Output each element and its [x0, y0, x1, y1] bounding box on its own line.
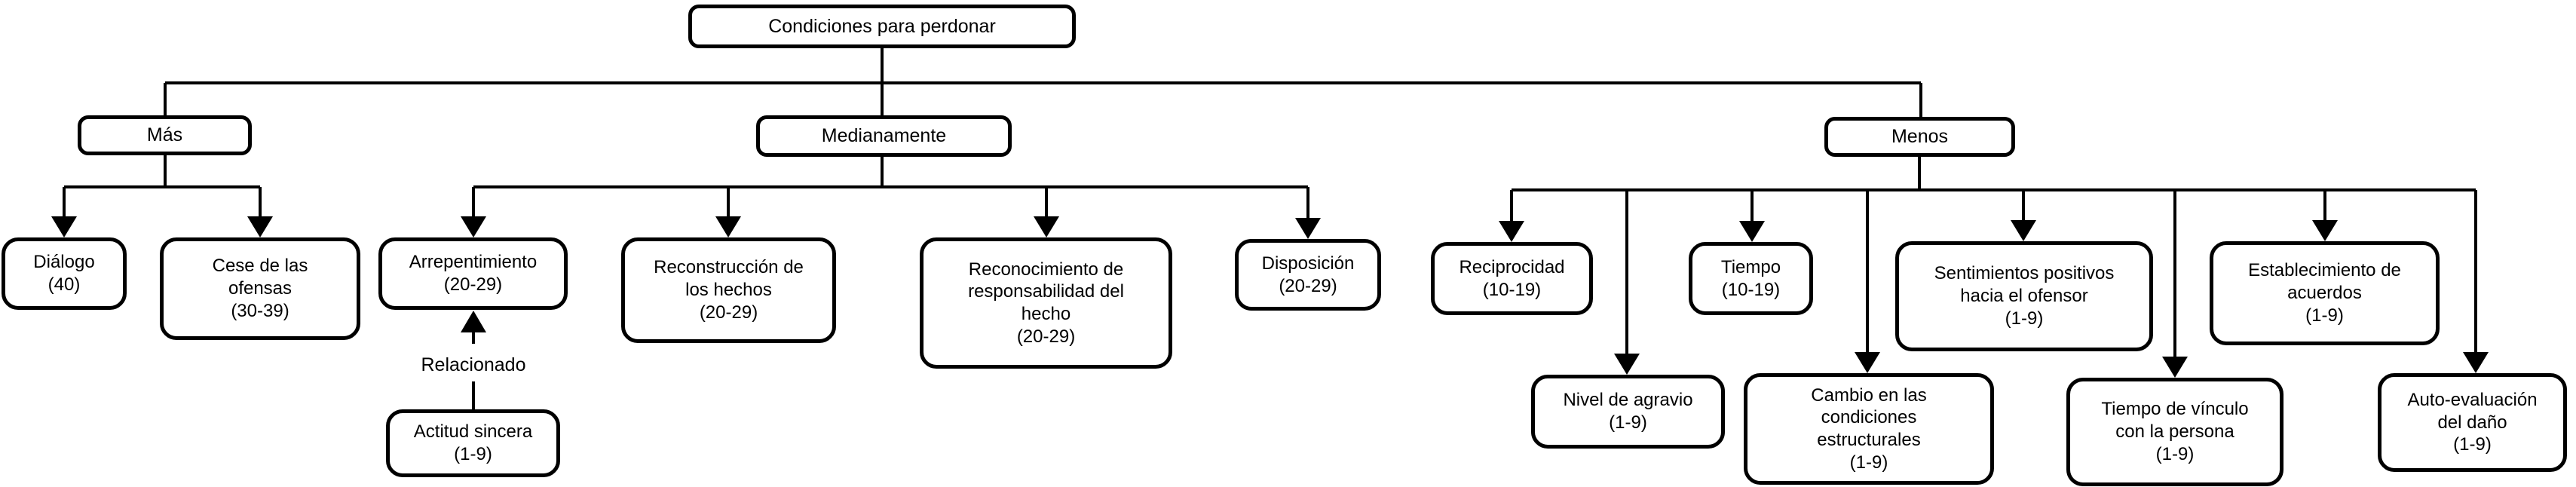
edge-label-relacionado: Relacionado: [398, 353, 549, 377]
node-dialogo-label: Diálogo (40): [33, 252, 95, 295]
arrowhead-cambio: [1855, 352, 1880, 373]
arrowhead-up-arrepentimiento: [461, 311, 486, 332]
edge-label-relacionado-text: Relacionado: [421, 354, 526, 375]
arrowhead-reciprocidad: [1499, 221, 1524, 242]
arrowhead-establecimiento: [2312, 220, 2338, 241]
node-establecimiento-de-acuerdos-label: Establecimiento de acuerdos (1-9): [2248, 260, 2401, 326]
node-cambio-condiciones-estructurales: Cambio en las condiciones estructurales …: [1744, 373, 1994, 485]
node-tiempo: Tiempo (10-19): [1689, 242, 1813, 315]
arrowhead-nivel: [1614, 354, 1640, 375]
node-tiempo-de-vinculo: Tiempo de vínculo con la persona (1-9): [2066, 378, 2283, 486]
node-condiciones-para-perdonar: Condiciones para perdonar: [688, 5, 1076, 48]
connector-line-group: [63, 48, 2477, 409]
node-cese-de-las-ofensas-label: Cese de las ofensas (30-39): [212, 256, 308, 321]
node-reciprocidad-label: Reciprocidad (10-19): [1459, 256, 1565, 300]
node-reconocimiento-de-responsabilidad-label: Reconocimiento de responsabilidad del he…: [968, 259, 1124, 347]
arrowhead-sentimientos: [2011, 220, 2036, 241]
node-sentimientos-positivos-label: Sentimientos positivos hacia el ofensor …: [1934, 263, 2115, 329]
node-actitud-sincera: Actitud sincera (1-9): [386, 409, 560, 477]
node-sentimientos-positivos: Sentimientos positivos hacia el ofensor …: [1895, 241, 2153, 351]
node-mas: Más: [78, 115, 252, 155]
arrowhead-dialogo: [51, 216, 77, 237]
arrowhead-autoevaluacion: [2463, 352, 2489, 373]
node-arrepentimiento: Arrepentimiento (20-29): [378, 237, 568, 310]
node-establecimiento-de-acuerdos: Establecimiento de acuerdos (1-9): [2210, 241, 2440, 345]
node-disposicion: Disposición (20-29): [1235, 239, 1381, 311]
node-reciprocidad: Reciprocidad (10-19): [1431, 242, 1593, 315]
arrowhead-reconocimiento: [1034, 216, 1059, 237]
node-medianamente-label: Medianamente: [821, 125, 947, 146]
node-menos-label: Menos: [1891, 126, 1949, 147]
node-actitud-sincera-label: Actitud sincera (1-9): [413, 421, 533, 464]
node-medianamente: Medianamente: [756, 115, 1012, 157]
node-auto-evaluacion-del-dano-label: Auto-evaluación del daño (1-9): [2407, 389, 2538, 455]
arrowhead-arrepentimiento: [461, 216, 486, 237]
arrowhead-disposicion: [1295, 218, 1321, 239]
node-tiempo-de-vinculo-label: Tiempo de vínculo con la persona (1-9): [2101, 399, 2249, 464]
node-disposicion-label: Disposición (20-29): [1261, 253, 1355, 296]
node-arrepentimiento-label: Arrepentimiento (20-29): [409, 252, 538, 295]
arrowheads: [51, 216, 2489, 378]
node-dialogo: Diálogo (40): [2, 237, 127, 310]
node-auto-evaluacion-del-dano: Auto-evaluación del daño (1-9): [2378, 373, 2567, 472]
node-nivel-de-agravio-label: Nivel de agravio (1-9): [1563, 390, 1693, 433]
node-mas-label: Más: [146, 124, 183, 145]
node-reconocimiento-de-responsabilidad: Reconocimiento de responsabilidad del he…: [920, 237, 1172, 369]
arrowhead-cese: [247, 216, 273, 237]
node-reconstruccion-de-los-hechos-label: Reconstrucción de los hechos (20-29): [654, 257, 804, 323]
node-nivel-de-agravio: Nivel de agravio (1-9): [1531, 375, 1725, 449]
arrowhead-reconstruccion: [715, 216, 741, 237]
node-reconstruccion-de-los-hechos: Reconstrucción de los hechos (20-29): [621, 237, 836, 343]
arrowhead-vinculo: [2162, 357, 2188, 378]
node-cambio-condiciones-estructurales-label: Cambio en las condiciones estructurales …: [1811, 384, 1927, 473]
node-tiempo-label: Tiempo (10-19): [1720, 256, 1781, 300]
node-menos: Menos: [1824, 117, 2015, 157]
arrowhead-tiempo: [1739, 221, 1765, 242]
node-condiciones-para-perdonar-label: Condiciones para perdonar: [768, 15, 996, 37]
node-cese-de-las-ofensas: Cese de las ofensas (30-39): [160, 237, 360, 340]
